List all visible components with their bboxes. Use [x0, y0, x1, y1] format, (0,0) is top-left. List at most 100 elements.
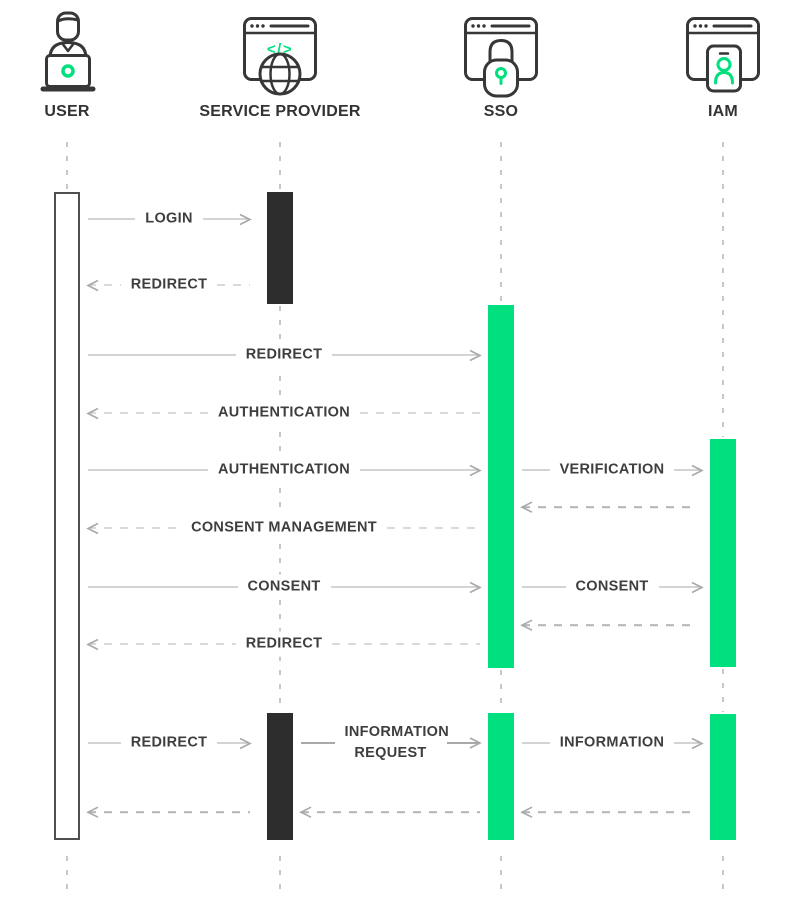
message-line [522, 586, 566, 588]
message-label: AUTHENTICATION [208, 457, 361, 483]
activation-bar-service-provider [267, 192, 293, 304]
message-line [520, 806, 695, 818]
arrowhead-right-icon [239, 737, 252, 749]
message-label: LOGIN [135, 206, 203, 232]
message-authentication: AUTHENTICATION [88, 457, 482, 483]
arrowhead-right-icon [469, 581, 482, 593]
message-line [520, 619, 695, 631]
message-line [88, 469, 208, 471]
message-label: REDIRECT [120, 272, 218, 298]
message-authentication-return: AUTHENTICATION [86, 400, 481, 426]
activation-bar-sso [488, 713, 514, 840]
arrowhead-left-icon [299, 806, 312, 818]
lifeline-service-provider [279, 306, 281, 711]
message-label: REDIRECT [120, 730, 218, 756]
arrowhead-left-icon [86, 279, 99, 291]
arrowhead-left-icon [86, 806, 99, 818]
message-label: REDIRECT [235, 342, 333, 368]
message-line [86, 522, 182, 534]
message-line [202, 213, 252, 225]
message-line [88, 354, 236, 356]
message-line [332, 349, 482, 361]
browser-code-globe-icon: </> [242, 16, 318, 102]
message-line [332, 643, 481, 645]
actor-label-sso: SSO [483, 103, 519, 120]
message-label: VERIFICATION [549, 457, 675, 483]
message-login: LOGIN [88, 206, 252, 232]
message-return [520, 619, 695, 631]
message-redirect-return-2: REDIRECT [86, 631, 481, 657]
arrowhead-left-icon [86, 407, 99, 419]
activation-bar-user [54, 192, 80, 840]
arrowhead-right-icon [469, 464, 482, 476]
message-label: INFORMATION REQUEST [334, 719, 449, 767]
message-line [86, 806, 250, 818]
message-information-request: INFORMATION REQUEST [301, 719, 482, 767]
arrowhead-right-icon [469, 349, 482, 361]
message-label: CONSENT [565, 574, 659, 600]
message-information: INFORMATION [522, 730, 704, 756]
message-consent: CONSENT [88, 574, 482, 600]
message-redirect-return: REDIRECT [86, 272, 251, 298]
message-line [522, 742, 550, 744]
message-consent-management: CONSENT MANAGEMENT [86, 515, 480, 541]
actor-label-service-provider: SERVICE PROVIDER [199, 103, 361, 120]
message-return [86, 806, 250, 818]
arrowhead-right-icon [691, 581, 704, 593]
message-line [360, 464, 482, 476]
actor-label-iam: IAM [708, 103, 738, 120]
activation-bar-iam [710, 714, 736, 840]
message-line [522, 469, 550, 471]
message-line [301, 742, 335, 744]
browser-lock-icon [463, 16, 539, 102]
message-line [88, 218, 136, 220]
arrowhead-left-icon [520, 806, 533, 818]
message-line [217, 284, 251, 286]
arrowhead-right-icon [239, 213, 252, 225]
message-label: AUTHENTICATION [208, 400, 361, 426]
lifeline-sso [500, 856, 502, 898]
lifeline-iam [722, 669, 724, 712]
message-line [674, 737, 704, 749]
message-line [86, 279, 121, 291]
message-line [86, 638, 236, 650]
message-consent-iam: CONSENT [522, 574, 704, 600]
arrowhead-right-icon [691, 464, 704, 476]
message-line [520, 501, 695, 513]
message-return [299, 806, 480, 818]
activation-bar-sso [488, 305, 514, 668]
arrowhead-left-icon [520, 501, 533, 513]
message-label: INFORMATION [549, 730, 675, 756]
lifeline-user [66, 856, 68, 898]
message-return [520, 501, 695, 513]
message-return [520, 806, 695, 818]
lifeline-service-provider [279, 142, 281, 190]
message-label: REDIRECT [235, 631, 333, 657]
activation-bar-iam [710, 439, 736, 667]
lifeline-iam [722, 142, 724, 437]
arrowhead-left-icon [86, 638, 99, 650]
message-redirect: REDIRECT [88, 342, 482, 368]
message-line [88, 586, 238, 588]
message-line [386, 527, 480, 529]
message-redirect-2: REDIRECT [88, 730, 252, 756]
message-line [360, 412, 481, 414]
lifeline-sso [500, 670, 502, 711]
message-line [658, 581, 704, 593]
message-line [446, 737, 482, 749]
message-label: CONSENT [237, 574, 331, 600]
arrowhead-left-icon [520, 619, 533, 631]
actor-label-user: USER [44, 103, 90, 120]
arrowhead-left-icon [86, 522, 99, 534]
message-line [674, 464, 704, 476]
arrowhead-right-icon [691, 737, 704, 749]
lifeline-sso [500, 142, 502, 303]
arrowhead-right-icon [469, 737, 482, 749]
message-label: CONSENT MANAGEMENT [181, 515, 387, 541]
user-laptop-icon [33, 6, 101, 94]
message-verification: VERIFICATION [522, 457, 704, 483]
lifeline-iam [722, 856, 724, 898]
message-line [86, 407, 208, 419]
message-line [330, 581, 482, 593]
